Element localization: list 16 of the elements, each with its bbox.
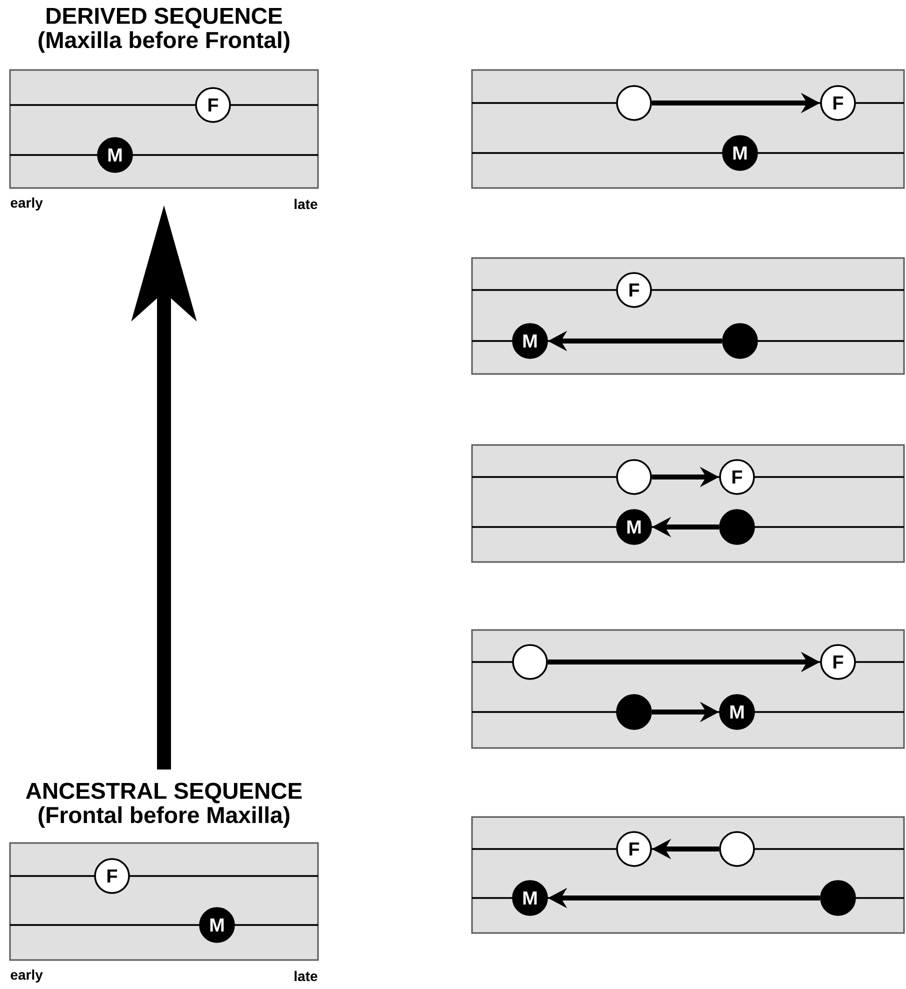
sequence-heading: DERIVED SEQUENCE: [46, 8, 282, 28]
axis-label: early: [10, 969, 43, 983]
axis-label: early: [10, 197, 43, 211]
empty-marker: [512, 644, 548, 680]
axis-label: late: [294, 198, 318, 210]
empty-marker: [616, 85, 652, 121]
axis-label: late: [294, 970, 318, 982]
sequence-subheading: (Frontal before Maxilla): [38, 806, 290, 828]
empty-marker: [719, 831, 755, 867]
sequence-subheading: (Maxilla before Frontal): [38, 31, 290, 53]
empty-marker: [616, 459, 652, 495]
empty-marker: [722, 323, 758, 359]
sequence-heading: ANCESTRAL SEQUENCE: [26, 782, 302, 804]
empty-marker: [820, 880, 856, 916]
empty-marker: [719, 509, 755, 545]
empty-marker: [616, 694, 652, 730]
